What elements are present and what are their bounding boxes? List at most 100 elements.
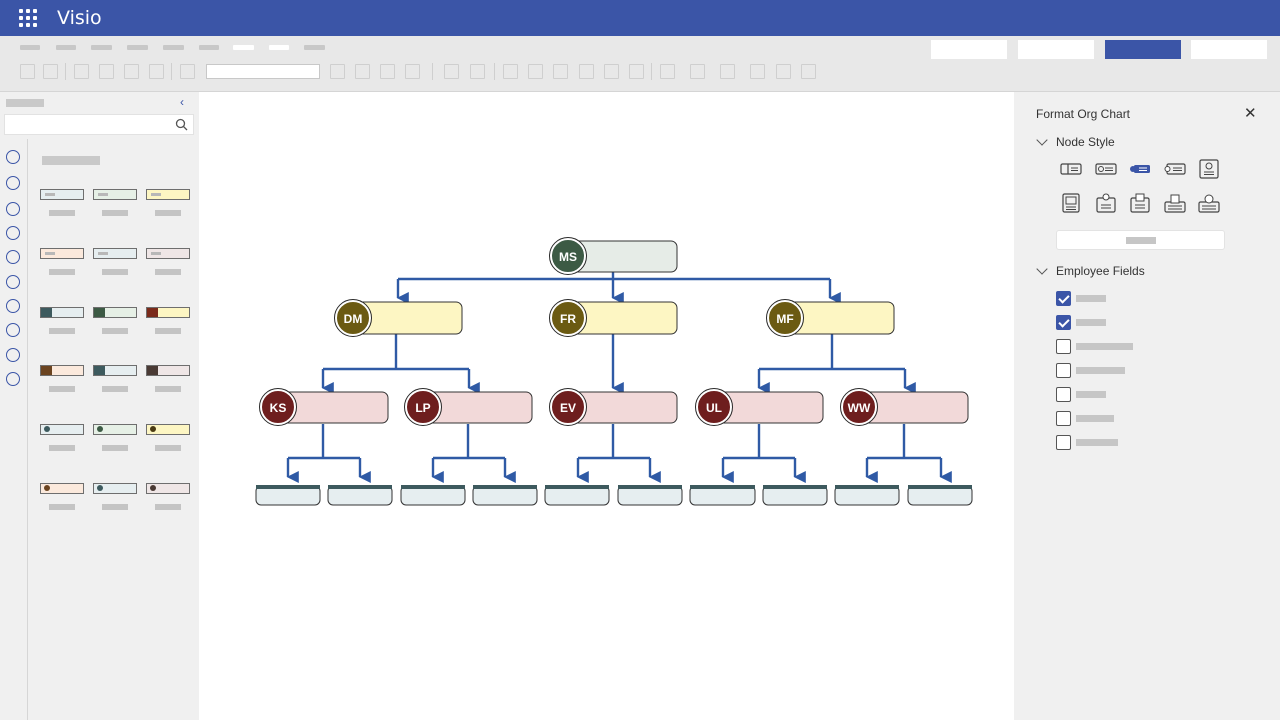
stencil-shape[interactable] (146, 424, 190, 435)
node-style-option-icon[interactable] (1060, 158, 1082, 180)
menu-tab[interactable] (199, 45, 219, 50)
org-node-leaf[interactable] (617, 485, 683, 506)
org-node-leaf[interactable] (400, 485, 466, 506)
stencil-shape[interactable] (40, 189, 84, 200)
employee-field-checkbox[interactable] (1056, 291, 1071, 306)
toolbar-button[interactable] (124, 64, 139, 79)
node-style-option-icon[interactable] (1164, 158, 1186, 180)
org-node-leaf[interactable] (907, 485, 973, 506)
org-node-manager[interactable]: FR (549, 299, 678, 337)
stencil-category-icon[interactable] (6, 372, 20, 386)
node-style-option-icon[interactable] (1164, 192, 1186, 214)
toolbar-button[interactable] (750, 64, 765, 79)
ribbon-button[interactable] (931, 40, 1007, 59)
stencil-shape[interactable] (146, 248, 190, 259)
node-style-option-icon[interactable] (1198, 192, 1220, 214)
stencil-shape[interactable] (93, 189, 137, 200)
menu-tab-active[interactable] (233, 45, 254, 50)
stencil-category-icon[interactable] (6, 323, 20, 337)
org-node-leaf[interactable] (834, 485, 900, 506)
toolbar-button[interactable] (444, 64, 459, 79)
employee-field-checkbox[interactable] (1056, 315, 1071, 330)
node-style-option-icon[interactable] (1198, 158, 1220, 180)
ribbon-button[interactable] (1191, 40, 1267, 59)
stencil-shape[interactable] (93, 424, 137, 435)
ribbon-primary-button[interactable] (1105, 40, 1181, 59)
toolbar-button[interactable] (579, 64, 594, 79)
section-node-style[interactable]: Node Style (1036, 134, 1115, 149)
toolbar-button[interactable] (690, 64, 705, 79)
stencil-shape[interactable] (93, 365, 137, 376)
node-style-option-icon[interactable] (1095, 192, 1117, 214)
toolbar-button[interactable] (470, 64, 485, 79)
menu-tab[interactable] (269, 45, 289, 50)
stencil-category-icon[interactable] (6, 348, 20, 362)
search-icon[interactable] (175, 118, 188, 131)
toolbar-button[interactable] (43, 64, 58, 79)
employee-field-checkbox[interactable] (1056, 339, 1071, 354)
node-style-option-icon[interactable] (1095, 158, 1117, 180)
toolbar-button[interactable] (801, 64, 816, 79)
org-node-leaf[interactable] (762, 485, 828, 506)
ribbon-button[interactable] (1018, 40, 1094, 59)
app-launcher-icon[interactable] (19, 9, 37, 27)
stencil-shape[interactable] (40, 424, 84, 435)
toolbar-button[interactable] (355, 64, 370, 79)
org-node-root[interactable]: MS (549, 237, 678, 275)
stencil-shape[interactable] (93, 248, 137, 259)
toolbar-button[interactable] (74, 64, 89, 79)
toolbar-button[interactable] (660, 64, 675, 79)
org-node-leaf[interactable] (689, 485, 756, 506)
stencil-shape[interactable] (146, 307, 190, 318)
toolbar-button[interactable] (330, 64, 345, 79)
toolbar-button[interactable] (99, 64, 114, 79)
toolbar-button[interactable] (180, 64, 195, 79)
menu-tab[interactable] (56, 45, 76, 50)
org-node-leaf[interactable] (472, 485, 538, 506)
node-style-dropdown[interactable] (1056, 230, 1225, 250)
stencil-category-icon[interactable] (6, 226, 20, 240)
org-node-lead[interactable]: LP (404, 388, 533, 426)
drawing-canvas[interactable]: MS DM FR MF KS (199, 92, 1014, 720)
org-node-manager[interactable]: MF (766, 299, 895, 337)
org-node-lead[interactable]: UL (695, 388, 824, 426)
toolbar-button[interactable] (776, 64, 791, 79)
collapse-panel-icon[interactable]: ‹ (180, 95, 184, 109)
org-node-manager[interactable]: DM (334, 299, 463, 337)
stencil-shape[interactable] (146, 189, 190, 200)
stencil-shape[interactable] (146, 365, 190, 376)
stencil-category-icon[interactable] (6, 202, 20, 216)
stencil-shape[interactable] (146, 483, 190, 494)
stencil-shape[interactable] (40, 483, 84, 494)
employee-field-checkbox[interactable] (1056, 363, 1071, 378)
org-node-lead[interactable]: WW (840, 388, 969, 426)
node-style-option-icon[interactable] (1129, 192, 1151, 214)
toolbar-button[interactable] (629, 64, 644, 79)
toolbar-button[interactable] (553, 64, 568, 79)
toolbar-button[interactable] (604, 64, 619, 79)
org-node-leaf[interactable] (327, 485, 393, 506)
stencil-shape[interactable] (40, 365, 84, 376)
employee-field-checkbox[interactable] (1056, 411, 1071, 426)
toolbar-button[interactable] (528, 64, 543, 79)
close-icon[interactable]: ✕ (1244, 105, 1257, 122)
stencil-shape[interactable] (40, 307, 84, 318)
stencil-category-icon[interactable] (6, 250, 20, 264)
section-employee-fields[interactable]: Employee Fields (1036, 263, 1145, 278)
node-style-option-icon[interactable] (1060, 192, 1082, 214)
stencil-shape[interactable] (93, 483, 137, 494)
toolbar-button[interactable] (149, 64, 164, 79)
stencil-category-icon[interactable] (6, 299, 20, 313)
org-node-lead[interactable]: EV (549, 388, 678, 426)
org-node-lead[interactable]: KS (259, 388, 389, 426)
toolbar-button[interactable] (405, 64, 420, 79)
stencil-category-icon[interactable] (6, 176, 20, 190)
toolbar-button[interactable] (503, 64, 518, 79)
stencil-category-icon[interactable] (6, 150, 20, 164)
node-style-option-icon-selected[interactable] (1129, 158, 1151, 180)
menu-tab[interactable] (91, 45, 112, 50)
stencil-category-icon[interactable] (6, 275, 20, 289)
menu-tab[interactable] (20, 45, 40, 50)
shape-search-input[interactable] (4, 114, 194, 135)
font-name-input[interactable] (206, 64, 320, 79)
